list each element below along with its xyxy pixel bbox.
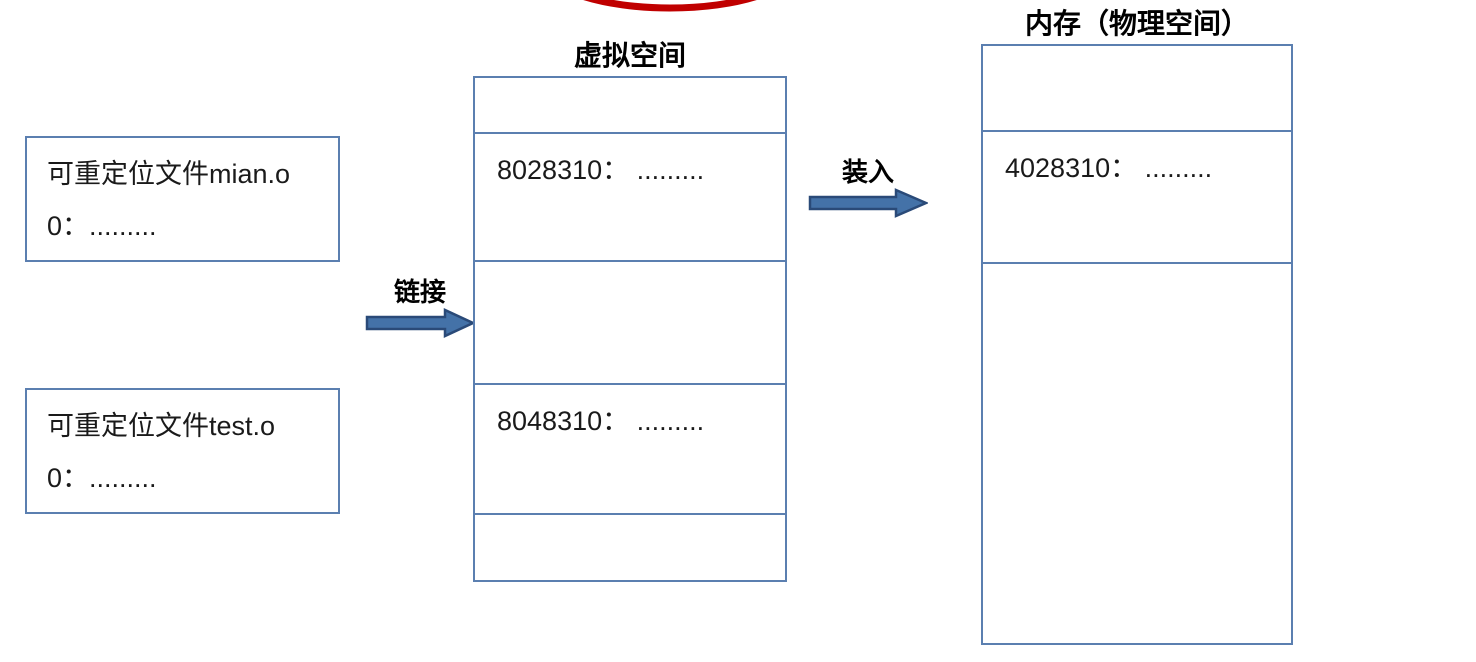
link-arrow-group: 链接: [365, 272, 475, 338]
virtual-space-row: [475, 78, 785, 134]
physical-memory-row-text: 4028310： .........: [1005, 153, 1213, 183]
physical-memory-title: 内存（物理空间）: [1024, 8, 1249, 39]
relocatable-file-main-box: 可重定位文件mian.o 0：.........: [25, 136, 340, 262]
link-arrow-icon: [365, 308, 475, 338]
virtual-space-row: 8048310： .........: [475, 385, 785, 515]
physical-memory-table: 4028310： .........: [981, 44, 1293, 645]
physical-memory-row: [983, 46, 1291, 132]
virtual-space-row: [475, 515, 785, 580]
relocatable-file-test-line1: 可重定位文件test.o: [47, 411, 276, 441]
relocatable-file-main-line2: 0：.........: [47, 211, 157, 241]
link-arrow-label: 链接: [393, 277, 446, 307]
virtual-space-row: 8028310： .........: [475, 134, 785, 262]
physical-memory-row: 4028310： .........: [983, 132, 1291, 264]
load-arrow-icon: [808, 188, 928, 218]
load-arrow-label: 装入: [841, 157, 894, 187]
virtual-space-row-text: 8028310： .........: [497, 155, 705, 185]
load-arrow-group: 装入: [808, 152, 928, 218]
virtual-space-row: [475, 262, 785, 385]
red-annotation-arc: [583, 0, 757, 12]
relocatable-file-main-line1: 可重定位文件mian.o: [47, 159, 291, 189]
physical-memory-row: [983, 264, 1291, 647]
relocatable-file-test-box: 可重定位文件test.o 0：.........: [25, 388, 340, 514]
virtual-space-title: 虚拟空间: [573, 40, 686, 71]
virtual-space-table: 8028310： ......... 8048310： .........: [473, 76, 787, 582]
relocatable-file-test-line2: 0：.........: [47, 463, 157, 493]
virtual-space-row-text: 8048310： .........: [497, 406, 705, 436]
